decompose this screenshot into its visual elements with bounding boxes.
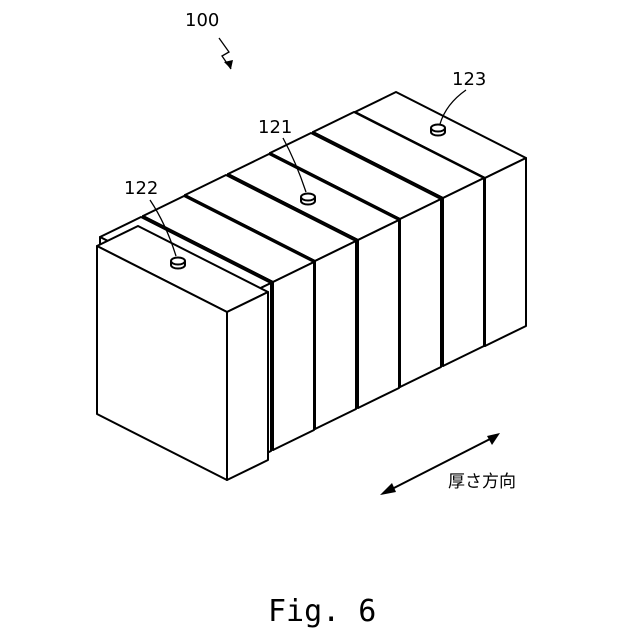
label-terminal-front: 122 <box>124 178 158 199</box>
cell-4-side <box>315 241 356 429</box>
cell-3-side <box>273 262 314 450</box>
terminal-122 <box>171 258 185 269</box>
label-terminal-center: 121 <box>258 117 292 138</box>
figure-caption: Fig. 6 <box>268 594 376 629</box>
terminal-121 <box>301 194 315 205</box>
label-assembly: 100 <box>185 10 219 31</box>
terminal-123 <box>431 125 445 136</box>
cell-5-side <box>358 220 399 408</box>
cell-6-side <box>400 199 441 387</box>
cell-1-side <box>227 292 268 480</box>
label-thickness-direction: 厚さ方向 <box>448 472 516 492</box>
cell-8-side <box>485 158 526 346</box>
cell-7-side <box>443 178 484 366</box>
label-terminal-rear: 123 <box>452 69 486 90</box>
